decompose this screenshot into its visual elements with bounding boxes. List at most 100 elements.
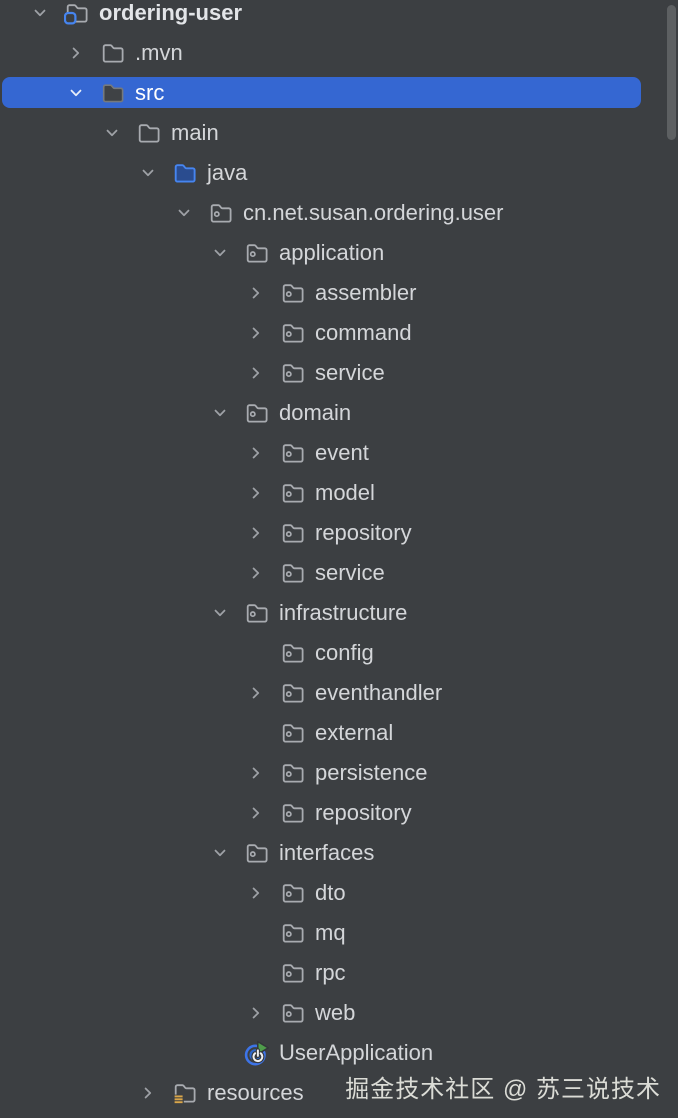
chevron-right-icon[interactable] <box>246 1003 266 1023</box>
tree-row-dto[interactable]: dto <box>0 873 678 913</box>
chevron-right-icon[interactable] <box>246 883 266 903</box>
tree-row-service[interactable]: service <box>0 353 678 393</box>
tree-item-label: java <box>207 160 248 185</box>
chevron-right-icon[interactable] <box>246 283 266 303</box>
package-icon <box>280 920 306 946</box>
tree-row-persistence[interactable]: persistence <box>0 753 678 793</box>
chevron-down-icon[interactable] <box>210 403 230 423</box>
tree-item-label: web <box>315 1000 356 1025</box>
package-icon <box>280 480 306 506</box>
tree-row-resources[interactable]: resources <box>0 1073 678 1113</box>
tree-item-label: service <box>315 360 385 385</box>
tree-row-model[interactable]: model <box>0 473 678 513</box>
folder-icon <box>136 120 162 146</box>
chevron-down-icon[interactable] <box>210 603 230 623</box>
tree-row-external[interactable]: external <box>0 713 678 753</box>
tree-row-event[interactable]: event <box>0 433 678 473</box>
package-icon <box>280 960 306 986</box>
package-icon <box>280 680 306 706</box>
project-root-folder-icon <box>64 0 90 26</box>
tree-item-label: service <box>315 560 385 585</box>
package-icon <box>280 520 306 546</box>
tree-row-interfaces[interactable]: interfaces <box>0 833 678 873</box>
chevron-down-icon[interactable] <box>210 243 230 263</box>
tree-row-domain[interactable]: domain <box>0 393 678 433</box>
tree-item-label: src <box>135 80 165 105</box>
tree-row-repository[interactable]: repository <box>0 513 678 553</box>
chevron-right-icon[interactable] <box>246 323 266 343</box>
tree-item-label: main <box>171 120 219 145</box>
tree-row-repository[interactable]: repository <box>0 793 678 833</box>
tree-row-service[interactable]: service <box>0 553 678 593</box>
chevron-down-icon[interactable] <box>102 123 122 143</box>
package-icon <box>280 320 306 346</box>
chevron-right-icon[interactable] <box>246 443 266 463</box>
chevron-spacer <box>246 723 266 743</box>
chevron-right-icon[interactable] <box>246 563 266 583</box>
package-icon <box>280 800 306 826</box>
chevron-spacer <box>210 1043 230 1063</box>
chevron-right-icon[interactable] <box>246 763 266 783</box>
package-icon <box>280 760 306 786</box>
tree-row-java[interactable]: java <box>0 153 678 193</box>
tree-row-command[interactable]: command <box>0 313 678 353</box>
tree-item-label: ordering-user <box>99 0 243 25</box>
tree-item-label: repository <box>315 520 412 545</box>
chevron-down-icon[interactable] <box>210 843 230 863</box>
tree-item-label: UserApplication <box>279 1040 434 1065</box>
tree-item-label: assembler <box>315 280 417 305</box>
package-icon <box>244 600 270 626</box>
tree-item-label: eventhandler <box>315 680 443 705</box>
package-icon <box>280 880 306 906</box>
tree-row-ordering-user[interactable]: ordering-user <box>0 0 678 33</box>
chevron-right-icon[interactable] <box>138 1083 158 1103</box>
package-icon <box>280 720 306 746</box>
tree-row-src[interactable]: src <box>0 73 678 113</box>
chevron-spacer <box>246 963 266 983</box>
tree-row-web[interactable]: web <box>0 993 678 1033</box>
tree-row-application[interactable]: application <box>0 233 678 273</box>
package-icon <box>280 1000 306 1026</box>
chevron-right-icon[interactable] <box>246 803 266 823</box>
tree-item-label: event <box>315 440 369 465</box>
chevron-down-icon[interactable] <box>66 83 86 103</box>
folder-icon <box>100 80 126 106</box>
chevron-spacer <box>246 643 266 663</box>
tree-item-label: interfaces <box>279 840 375 865</box>
chevron-right-icon[interactable] <box>246 483 266 503</box>
tree-row-assembler[interactable]: assembler <box>0 273 678 313</box>
package-icon <box>244 840 270 866</box>
watermark-text: 掘金技术社区 @ 苏三说技术 <box>345 1076 661 1103</box>
tree-row-.mvn[interactable]: .mvn <box>0 33 678 73</box>
tree-item-label: domain <box>279 400 352 425</box>
package-icon <box>244 240 270 266</box>
tree-row-main[interactable]: main <box>0 113 678 153</box>
tree-row-infrastructure[interactable]: infrastructure <box>0 593 678 633</box>
tree-row-rpc[interactable]: rpc <box>0 953 678 993</box>
tree-row-mq[interactable]: mq <box>0 913 678 953</box>
tree-row-userapplication[interactable]: UserApplication <box>0 1033 678 1073</box>
package-icon <box>208 200 234 226</box>
resources-root-folder-icon <box>172 1080 198 1106</box>
tree-item-label: repository <box>315 800 412 825</box>
tree-row-config[interactable]: config <box>0 633 678 673</box>
package-icon <box>280 560 306 586</box>
tree-item-label: external <box>315 720 394 745</box>
tree-item-label: dto <box>315 880 346 905</box>
tree-item-label: rpc <box>315 960 346 985</box>
chevron-right-icon[interactable] <box>66 43 86 63</box>
tree-row-eventhandler[interactable]: eventhandler <box>0 673 678 713</box>
chevron-right-icon[interactable] <box>246 683 266 703</box>
vertical-scrollbar-thumb[interactable] <box>667 5 676 140</box>
chevron-right-icon[interactable] <box>246 363 266 383</box>
tree-row-cn.net.susan.ordering.user[interactable]: cn.net.susan.ordering.user <box>0 193 678 233</box>
package-icon <box>244 400 270 426</box>
chevron-down-icon[interactable] <box>30 3 50 23</box>
tree-item-label: command <box>315 320 412 345</box>
chevron-right-icon[interactable] <box>246 523 266 543</box>
chevron-down-icon[interactable] <box>174 203 194 223</box>
tree-item-label: cn.net.susan.ordering.user <box>243 200 504 225</box>
chevron-down-icon[interactable] <box>138 163 158 183</box>
